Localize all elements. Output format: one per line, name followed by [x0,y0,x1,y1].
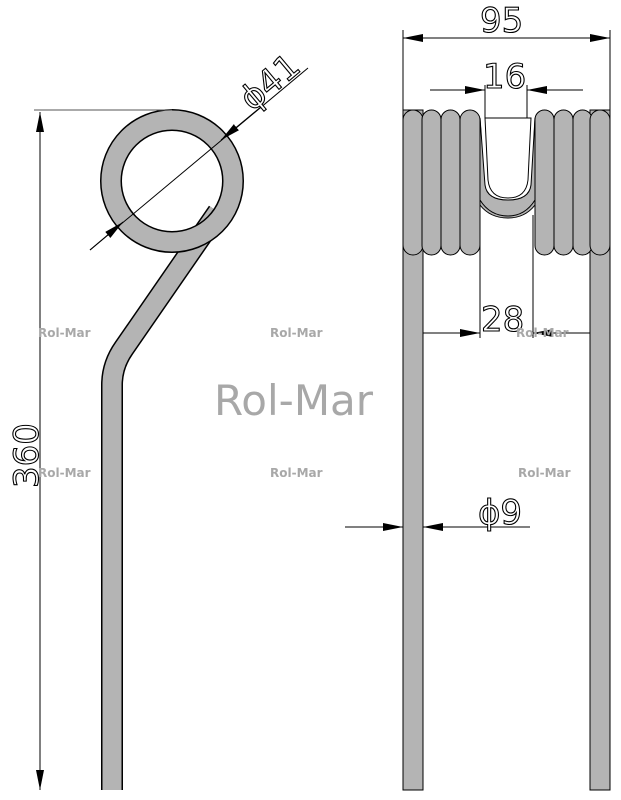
width-label: 95 [480,1,523,41]
watermark: Rol-Mar [270,326,323,340]
gap-inner-dimension: 28 [423,215,590,341]
watermark-big: Rol-Mar [214,376,374,425]
watermark: Rol-Mar [518,466,571,480]
tine-leg [102,206,226,790]
length-dimension: 360 [6,109,172,790]
loop-diameter-label: ϕ41 [232,46,308,119]
gap-top-dimension: 16 [430,56,583,118]
wire-diameter-label: ϕ9 [478,493,522,533]
front-view [402,109,611,791]
watermark: Rol-Mar [38,466,91,480]
watermark: Rol-Mar [516,326,569,340]
side-view [100,109,244,790]
watermark: Rol-Mar [270,466,323,480]
width-dimension: 95 [402,0,611,110]
gap-top-label: 16 [483,57,526,97]
tine-loop [101,110,243,252]
length-label: 360 [7,423,47,488]
watermark: Rol-Mar [38,326,91,340]
watermarks: Rol-Mar Rol-Mar Rol-Mar Rol-Mar Rol-Mar … [38,326,571,480]
wire-diameter-dimension: ϕ9 [345,492,530,534]
gap-inner-label: 28 [481,300,524,340]
